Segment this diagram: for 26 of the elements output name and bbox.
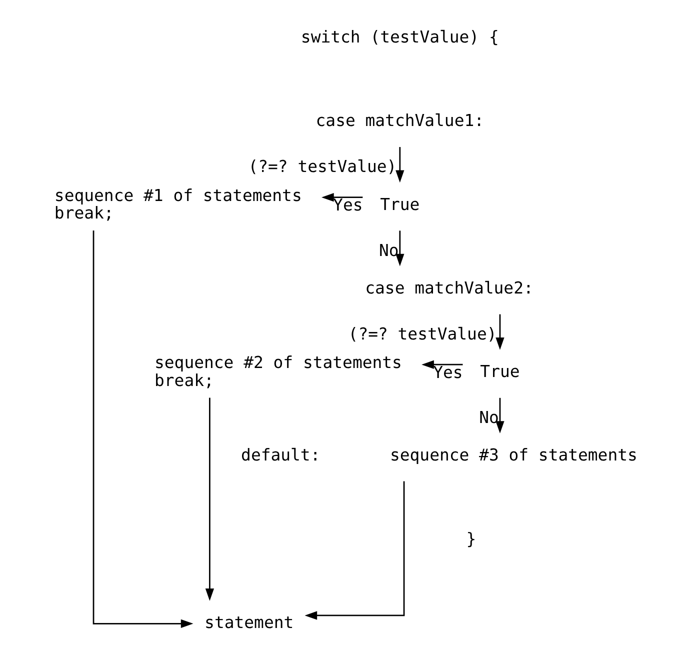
node-text: sequence #3 of statements [390,446,638,465]
label: } [466,529,476,548]
node-text: sequence #1 of statements break; [54,186,302,223]
edge-label: (?=? testValue) [348,324,497,344]
node-text: True [480,362,520,382]
arrow [205,398,214,601]
edge-label: (?=? testValue) [248,157,397,176]
node-text: True [380,194,420,214]
node-text: sequence #2 of statements break; [154,353,402,390]
arrow [396,230,404,266]
node-text: case matchValue1: [316,111,484,130]
label: default: [241,446,320,465]
arrow [396,147,404,183]
node-text: statement [204,612,294,632]
node-text: case matchValue2: [365,278,534,298]
edge-label: No [479,408,499,427]
arrow [422,360,463,369]
arrow [92,230,194,628]
edge-label: Yes [333,196,363,214]
arrow [322,193,363,202]
edge-label: Yes [433,362,463,382]
arrow [496,314,504,350]
arrow [304,481,405,620]
label: switch (testValue) { [300,28,499,47]
edge-label: No [379,240,399,260]
arrow [496,398,504,434]
